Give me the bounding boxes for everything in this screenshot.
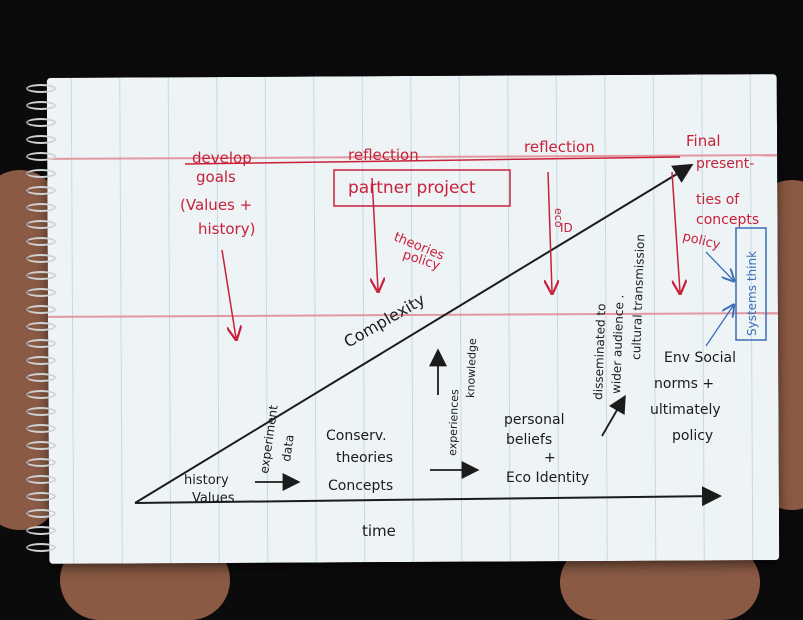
label-history-values-1: history	[184, 473, 229, 488]
label-norms: norms +	[654, 376, 714, 392]
label-id: ID	[560, 221, 573, 235]
label-data: data	[279, 434, 297, 463]
complexity-diagonal	[134, 163, 694, 504]
label-partner-project: partner project	[348, 178, 476, 198]
label-final: Final	[686, 132, 721, 150]
label-policy-2: policy	[681, 229, 722, 253]
label-ties-of: ties of	[696, 192, 740, 208]
label-systems-think: Systems think	[745, 251, 759, 336]
label-eco: eco	[552, 208, 565, 228]
systems-think-box	[735, 227, 767, 341]
label-plus: +	[544, 450, 556, 466]
label-ultimately: ultimately	[650, 402, 721, 418]
label-time: time	[362, 522, 396, 540]
spiral-binding	[26, 84, 60, 554]
partner-project-box	[333, 169, 511, 207]
label-conserv: Conserv.	[326, 428, 387, 444]
blue-arrow-1	[705, 251, 733, 280]
red-arrow-3	[548, 171, 552, 292]
label-theories-black: theories	[336, 450, 393, 466]
label-beliefs: beliefs	[506, 432, 552, 448]
red-arrow-1	[221, 249, 236, 338]
label-history-values-2: Values	[192, 491, 235, 506]
label-experiment: experiment	[257, 404, 280, 474]
label-cultural-transmission: cultural transmission	[629, 234, 647, 360]
label-present: present-	[696, 156, 754, 172]
label-reflection-1: reflection	[348, 146, 419, 164]
label-personal: personal	[504, 412, 564, 428]
label-reflection-2: reflection	[524, 138, 595, 156]
label-values: (Values +	[180, 196, 252, 214]
label-experiences: experiences	[446, 389, 461, 456]
label-complexity: Complexity	[341, 290, 429, 352]
label-goals: goals	[196, 168, 236, 186]
arrow-identity-to-transmission	[601, 394, 626, 437]
label-knowledge: knowledge	[464, 338, 479, 398]
label-env-social: Env Social	[664, 350, 736, 366]
label-history: history)	[198, 220, 255, 238]
label-develop: develop	[192, 149, 252, 167]
label-wider-audience: wider audience .	[609, 294, 626, 394]
label-concepts-black: Concepts	[328, 478, 393, 494]
label-disseminated: disseminated to	[591, 303, 608, 400]
blue-arrow-2	[705, 306, 733, 347]
red-arrow-4	[671, 171, 680, 292]
label-concepts: concepts	[696, 212, 759, 228]
label-eco-identity: Eco Identity	[506, 470, 589, 486]
reflection-line	[184, 156, 681, 165]
red-arrow-2	[372, 177, 378, 290]
label-policy-black: policy	[672, 428, 713, 444]
time-axis	[134, 486, 722, 507]
